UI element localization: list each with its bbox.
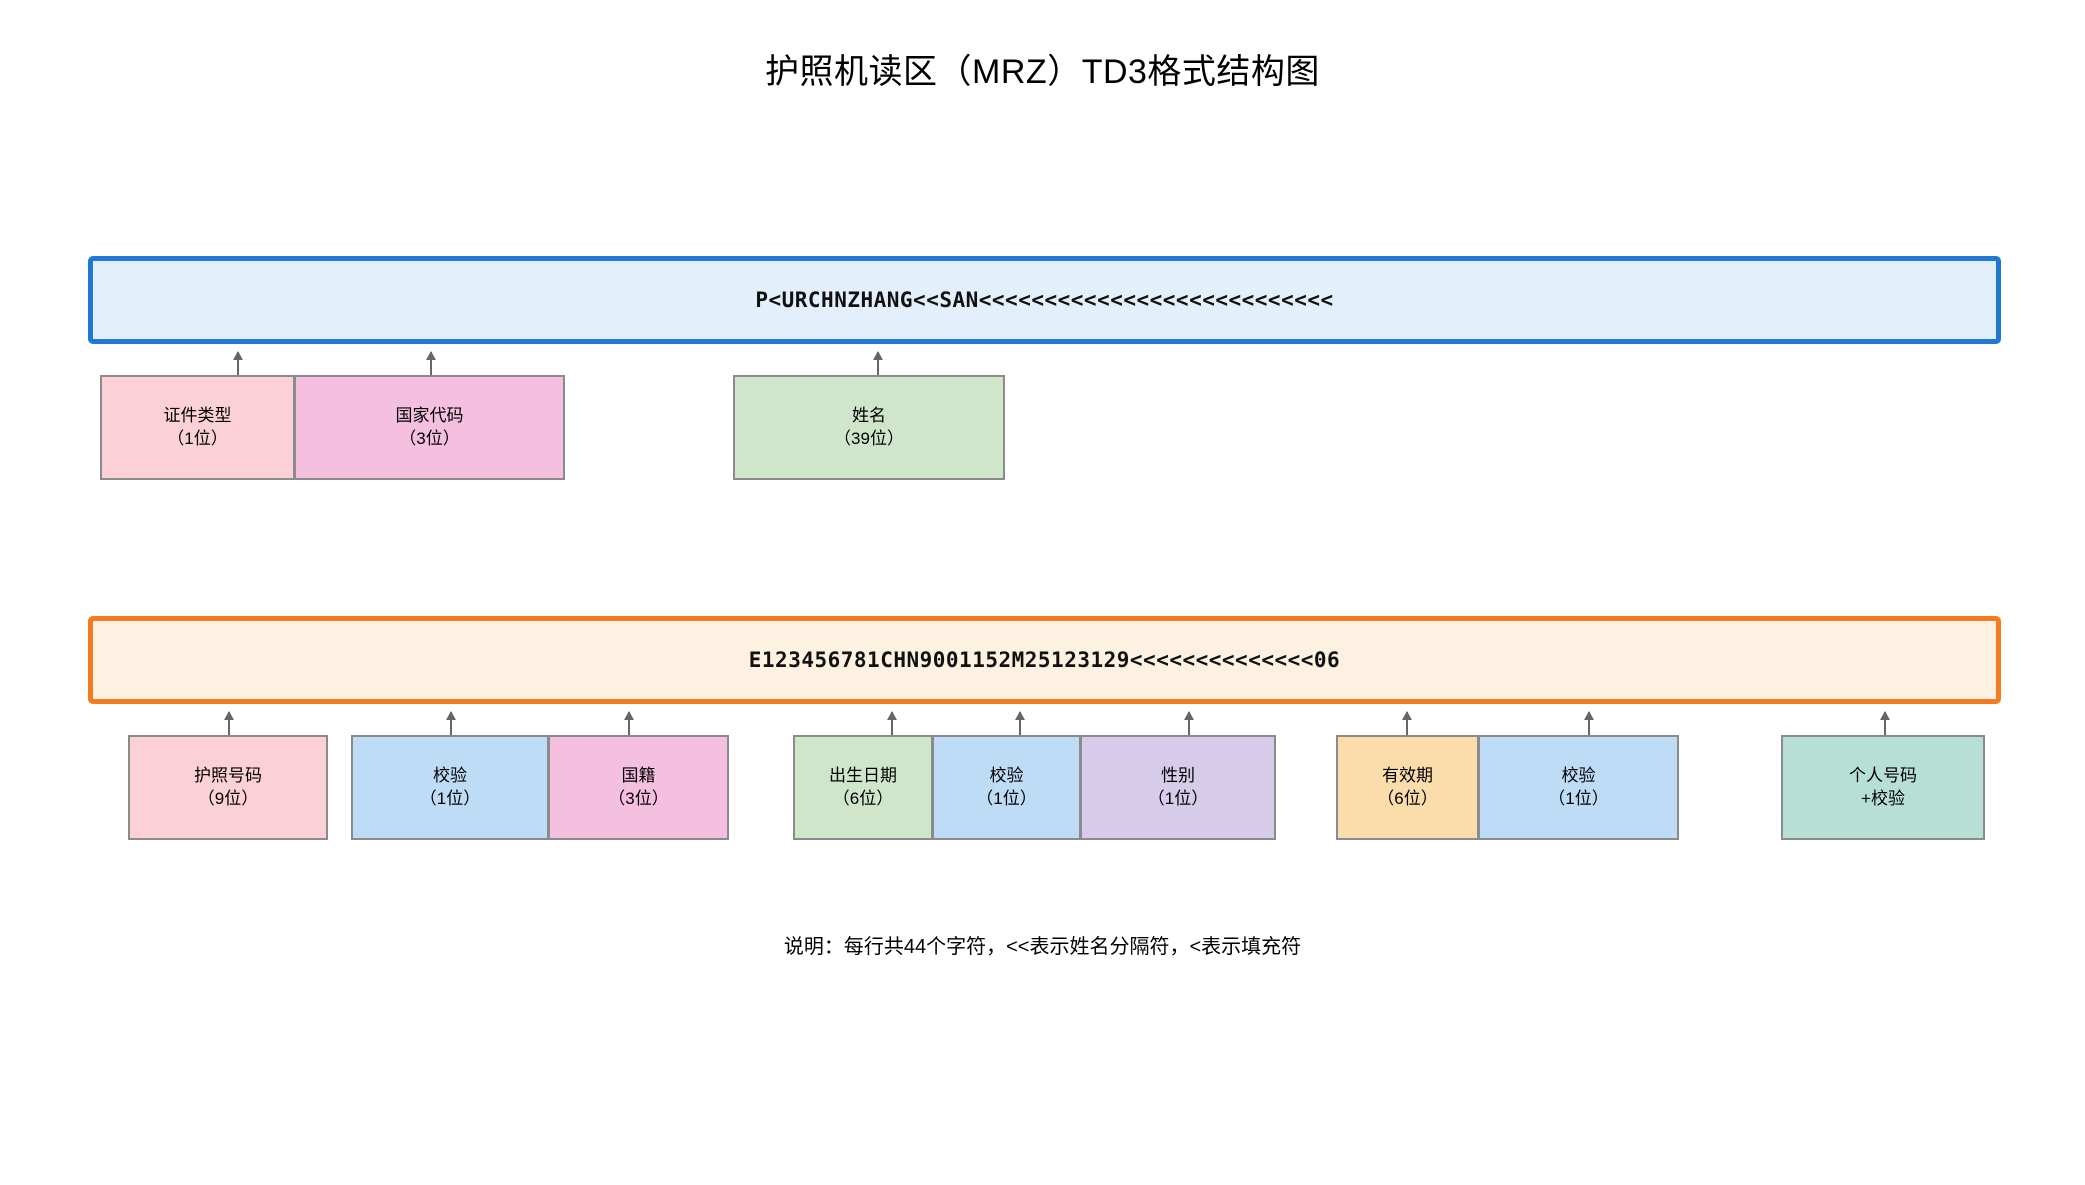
field-box-name[interactable]: 姓名 （39位） xyxy=(733,375,1005,480)
arrow-personal-number xyxy=(1880,711,1890,748)
field-bits: （3位） xyxy=(608,788,669,808)
field-box-country-code[interactable]: 国家代码 （3位） xyxy=(295,375,565,480)
field-box-nationality[interactable]: 国籍 （3位） xyxy=(549,735,729,840)
field-bits: （6位） xyxy=(1377,788,1438,808)
field-label: 校验 xyxy=(989,765,1024,785)
field-label: 校验 xyxy=(433,765,467,785)
arrow-check-1 xyxy=(446,711,456,748)
page-title: 护照机读区（MRZ）TD3格式结构图 xyxy=(765,53,1320,91)
field-box-check-3[interactable]: 校验 （1位） xyxy=(1479,735,1679,840)
field-bits: （1位） xyxy=(167,428,228,448)
field-bits: （1位） xyxy=(1548,788,1609,808)
field-bits: （6位） xyxy=(832,788,894,808)
field-box-check-1[interactable]: 校验 （1位） xyxy=(351,735,549,840)
field-label: 个人号码 xyxy=(1849,765,1917,785)
mrz-line-2-text: E123456781CHN9001152M25123129<<<<<<<<<<<… xyxy=(748,648,1341,672)
field-label: 证件类型 xyxy=(163,405,232,425)
arrow-country-code xyxy=(426,351,436,388)
arrow-passport-number xyxy=(224,711,234,748)
field-bits: （3位） xyxy=(399,428,460,448)
arrow-expiry-date xyxy=(1402,711,1412,748)
arrow-name xyxy=(873,351,883,388)
field-group-row2-c: 出生日期 （6位） 校验 （1位） 性别 （1位） xyxy=(793,735,1276,840)
mrz-line-1: P<URCHNZHANG<<SAN<<<<<<<<<<<<<<<<<<<<<<<… xyxy=(88,256,2001,344)
field-bits: （1位） xyxy=(419,788,481,808)
field-box-expiry-date[interactable]: 有效期 （6位） xyxy=(1336,735,1479,840)
field-bits: （1位） xyxy=(1147,788,1209,808)
field-label: 国籍 xyxy=(621,765,656,785)
arrow-check-2 xyxy=(1015,711,1025,748)
field-label: 有效期 xyxy=(1382,765,1433,785)
field-box-passport-number[interactable]: 护照号码 （9位） xyxy=(128,735,328,840)
field-bits: （1位） xyxy=(976,788,1037,808)
field-bits: （9位） xyxy=(197,788,259,808)
field-box-personal-number[interactable]: 个人号码 +校验 xyxy=(1781,735,1985,840)
field-box-doc-type[interactable]: 证件类型 （1位） xyxy=(100,375,295,480)
arrow-check-3 xyxy=(1584,711,1594,748)
field-label: 护照号码 xyxy=(194,765,262,785)
arrow-doc-type xyxy=(233,351,243,388)
arrow-birth-date xyxy=(887,711,897,748)
mrz-line-2: E123456781CHN9001152M25123129<<<<<<<<<<<… xyxy=(88,616,2001,704)
field-label: 国家代码 xyxy=(395,405,464,425)
field-box-sex[interactable]: 性别 （1位） xyxy=(1081,735,1276,840)
field-bits: +校验 xyxy=(1861,788,1905,808)
field-label: 性别 xyxy=(1161,765,1195,785)
footer-note: 说明：每行共44个字符，<<表示姓名分隔符，<表示填充符 xyxy=(783,936,1302,958)
field-group-row2-b: 校验 （1位） 国籍 （3位） xyxy=(351,735,729,840)
mrz-line-1-text: P<URCHNZHANG<<SAN<<<<<<<<<<<<<<<<<<<<<<<… xyxy=(755,288,1334,312)
field-group-row2-e: 个人号码 +校验 xyxy=(1781,735,1985,840)
arrow-nationality xyxy=(624,711,634,748)
field-group-row1-a: 证件类型 （1位） 国家代码 （3位） xyxy=(100,375,565,480)
field-label: 姓名 xyxy=(852,405,886,425)
field-bits: （39位） xyxy=(834,428,904,448)
field-group-row2-a: 护照号码 （9位） xyxy=(128,735,328,840)
field-label: 校验 xyxy=(1561,765,1596,785)
field-group-row1-b: 姓名 （39位） xyxy=(733,375,1005,480)
arrow-sex xyxy=(1184,711,1194,748)
field-group-row2-d: 有效期 （6位） 校验 （1位） xyxy=(1336,735,1679,840)
field-box-check-2[interactable]: 校验 （1位） xyxy=(933,735,1081,840)
field-box-birth-date[interactable]: 出生日期 （6位） xyxy=(793,735,933,840)
field-label: 出生日期 xyxy=(829,765,897,785)
